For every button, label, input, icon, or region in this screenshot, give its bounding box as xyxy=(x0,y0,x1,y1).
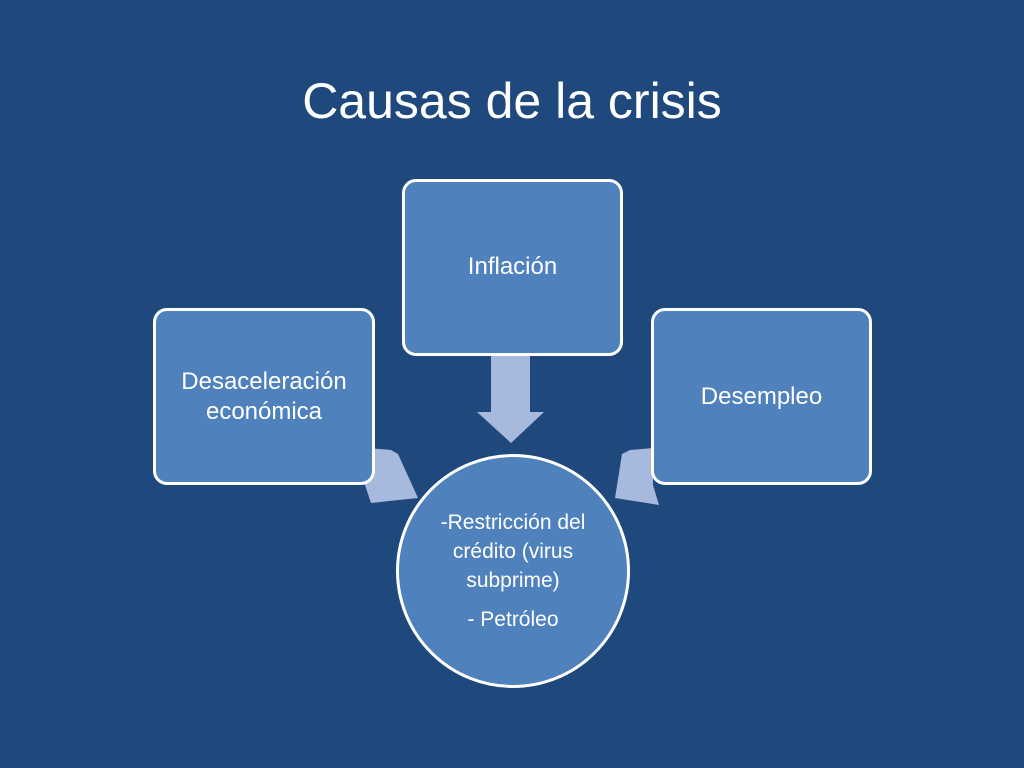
center-crisis-circle: -Restricción del crédito (virus subprime… xyxy=(396,454,630,688)
cause-node-label: Desempleo xyxy=(700,382,823,410)
slide-title: Causas de la crisis xyxy=(302,73,722,129)
arrow-left-to-center xyxy=(365,448,418,503)
center-text: -Restricción del crédito (virus subprime… xyxy=(440,511,586,592)
cause-node-label: Desaceleración económica xyxy=(181,367,347,425)
arrow-right-to-center xyxy=(615,448,659,505)
cause-node-desaceleracion: Desaceleración económica xyxy=(153,308,375,485)
center-secondary-text: - Petróleo xyxy=(467,608,559,631)
arrow-top-to-center xyxy=(477,356,544,443)
cause-node-label: Inflación xyxy=(467,252,558,280)
cause-node-desempleo: Desempleo xyxy=(651,308,872,485)
cause-node-inflacion: Inflación xyxy=(402,179,623,356)
